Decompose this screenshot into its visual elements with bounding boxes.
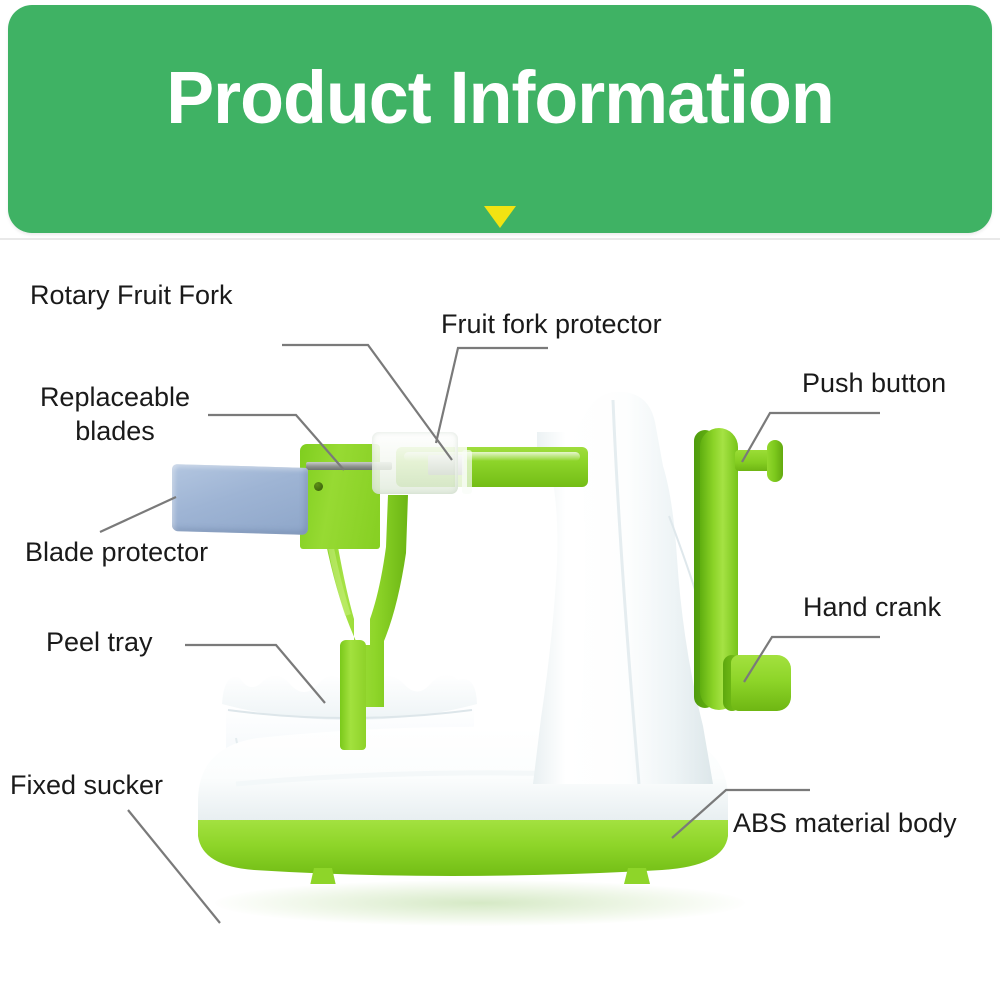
- fork-protector-fin-b: [462, 450, 472, 494]
- peeler-stem: [340, 640, 366, 750]
- callout-fixed-sucker: Fixed sucker: [10, 770, 164, 800]
- replaceable-blade-part: [306, 462, 392, 470]
- blade-protector-part: [172, 464, 308, 535]
- callout-fruit-fork-protector: Fruit fork protector: [441, 309, 662, 339]
- crank-handle-knob[interactable]: [731, 655, 791, 711]
- tower-body-part: [527, 388, 717, 788]
- fruit-fork-protector-part: [372, 432, 458, 494]
- callout-push-button: Push button: [802, 368, 947, 398]
- callout-blade-protector: Blade protector: [25, 537, 209, 567]
- callout-abs-material-body: ABS material body: [733, 808, 957, 838]
- peeler-head-part: [300, 444, 380, 549]
- push-button-part[interactable]: [767, 440, 783, 482]
- ground-shadow: [215, 880, 745, 926]
- callout-hand-crank: Hand crank: [803, 592, 942, 622]
- callout-replaceable-blades: Replaceable blades: [39, 382, 191, 446]
- callout-rotary-fruit-fork: Rotary Fruit Fork: [30, 280, 233, 310]
- header-banner: Product Information: [8, 5, 992, 233]
- triangle-down-icon: [484, 206, 516, 228]
- header-divider: [0, 238, 1000, 240]
- fork-shaft-highlight: [404, 452, 580, 461]
- blade-rivet: [314, 482, 323, 491]
- callout-peel-tray: Peel tray: [46, 627, 153, 657]
- page-title: Product Information: [166, 56, 834, 139]
